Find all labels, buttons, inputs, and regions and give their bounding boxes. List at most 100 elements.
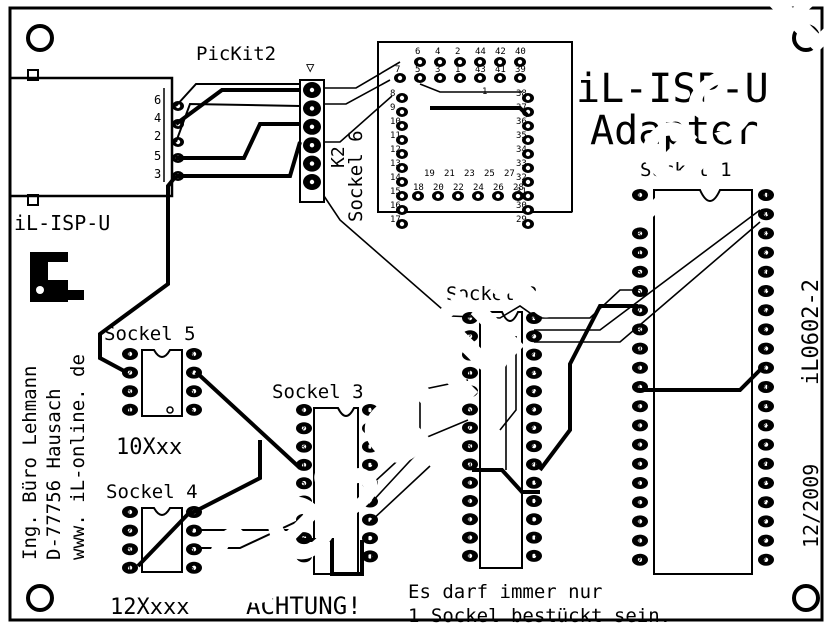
socket-pad bbox=[186, 524, 202, 537]
socket-pad bbox=[632, 265, 648, 278]
trace-5 bbox=[176, 141, 302, 178]
pin-number: 25 bbox=[529, 369, 540, 379]
mounting-hole-bottom-left bbox=[26, 584, 54, 612]
plcc-pad bbox=[522, 191, 534, 201]
socket-pad bbox=[362, 458, 378, 471]
pin-number: 18 bbox=[413, 183, 424, 193]
socket-pad bbox=[362, 404, 378, 416]
pickit-pad bbox=[303, 137, 321, 154]
traces bbox=[98, 61, 762, 576]
pin-number: 23 bbox=[761, 518, 772, 528]
pin-number: 20 bbox=[636, 556, 647, 566]
socket-pad bbox=[462, 421, 478, 434]
socket-pad bbox=[462, 330, 478, 343]
trace-11 bbox=[194, 370, 302, 470]
pin-number: 13 bbox=[636, 422, 647, 432]
trace-29 bbox=[419, 83, 522, 93]
pin-number: 1 bbox=[300, 407, 305, 417]
mounting-hole-bottom-right bbox=[792, 584, 820, 612]
plcc-pad bbox=[396, 205, 408, 215]
pin-number: 17 bbox=[365, 425, 376, 435]
pin-number: 32 bbox=[516, 173, 527, 183]
plcc-pad bbox=[396, 177, 408, 187]
socket-pad bbox=[122, 385, 138, 398]
plcc-pad bbox=[396, 219, 408, 229]
pin-number: 28 bbox=[529, 315, 540, 325]
pin-number: 36 bbox=[761, 268, 772, 278]
socket-pad bbox=[526, 348, 542, 361]
pin-number: 4 bbox=[126, 564, 131, 574]
socket-pad bbox=[632, 323, 648, 336]
pin-number: 3 bbox=[300, 443, 305, 453]
pin-number: 16 bbox=[529, 534, 540, 544]
pin-number: 21 bbox=[761, 556, 772, 566]
plcc-pad bbox=[396, 107, 408, 117]
plcc-pad bbox=[412, 191, 424, 201]
socket-pad bbox=[632, 246, 648, 259]
socket-pad bbox=[758, 553, 774, 566]
trace-25 bbox=[638, 368, 762, 392]
socket-5-family: 10Xxx bbox=[116, 435, 182, 460]
socket-pad bbox=[462, 476, 478, 489]
pin-number: 10 bbox=[636, 364, 647, 374]
socket-pad bbox=[632, 515, 648, 528]
pickit-pad bbox=[303, 155, 321, 172]
pin-number: 4 bbox=[636, 249, 641, 259]
connector-pad bbox=[172, 101, 184, 111]
socket-pad bbox=[122, 524, 138, 537]
trace-8 bbox=[324, 95, 393, 143]
socket-pad bbox=[758, 438, 774, 451]
pin-number: 14 bbox=[636, 441, 647, 451]
pin-number: 4 bbox=[300, 461, 305, 471]
pickit-header-outline bbox=[299, 79, 325, 203]
pin-number: 22 bbox=[529, 424, 540, 434]
pin-number: 7 bbox=[189, 527, 194, 537]
pin-number: 38 bbox=[761, 230, 772, 240]
warning-line-2: 1 Sockel bestückt sein. bbox=[408, 605, 671, 627]
plcc-pad bbox=[472, 191, 484, 201]
pin-number: 2 bbox=[300, 425, 305, 435]
pin-number: 14 bbox=[466, 552, 477, 562]
pin-number: 4 bbox=[126, 406, 131, 416]
socket-pad bbox=[462, 458, 478, 471]
socket-1-outline bbox=[653, 189, 753, 575]
socket-pad bbox=[758, 477, 774, 489]
trace-12 bbox=[189, 440, 262, 516]
socket-2-label: Sockel 2 bbox=[446, 283, 538, 305]
trace-18 bbox=[300, 538, 364, 576]
socket-5-label: Sockel 5 bbox=[104, 323, 196, 345]
socket-pad bbox=[296, 477, 312, 490]
pin-number: 4 bbox=[466, 369, 471, 379]
plcc-pad bbox=[396, 93, 408, 103]
connector-pin-label: 5 bbox=[154, 149, 161, 163]
pin-number: 1 bbox=[466, 315, 471, 325]
trace-24 bbox=[472, 468, 540, 494]
trace-22 bbox=[534, 221, 761, 343]
pin-number: 18 bbox=[365, 407, 376, 417]
socket-pad bbox=[462, 531, 478, 544]
pin-number: 36 bbox=[516, 117, 527, 127]
pin-number: 40 bbox=[515, 47, 526, 57]
warning: ACHTUNG! Es darf immer nur 1 Sockel best… bbox=[110, 581, 671, 627]
pin-number: 31 bbox=[761, 364, 772, 374]
pin-number: 6 bbox=[415, 47, 420, 57]
socket-pad bbox=[526, 421, 542, 434]
pin-number: 3 bbox=[126, 546, 131, 556]
logo-bar bbox=[62, 290, 84, 300]
socket-pad bbox=[758, 265, 774, 278]
socket-pad bbox=[526, 385, 542, 398]
pin-number: 11 bbox=[390, 131, 401, 141]
pin-number: 11 bbox=[466, 498, 477, 508]
trace-9 bbox=[323, 195, 541, 321]
pin-number: 2 bbox=[636, 211, 641, 221]
pin-number: 39 bbox=[761, 211, 772, 221]
plcc-pad bbox=[434, 73, 446, 83]
pin-number: 9 bbox=[636, 345, 641, 355]
pin-number: 7 bbox=[636, 307, 641, 317]
pin-number: 31 bbox=[516, 187, 527, 197]
